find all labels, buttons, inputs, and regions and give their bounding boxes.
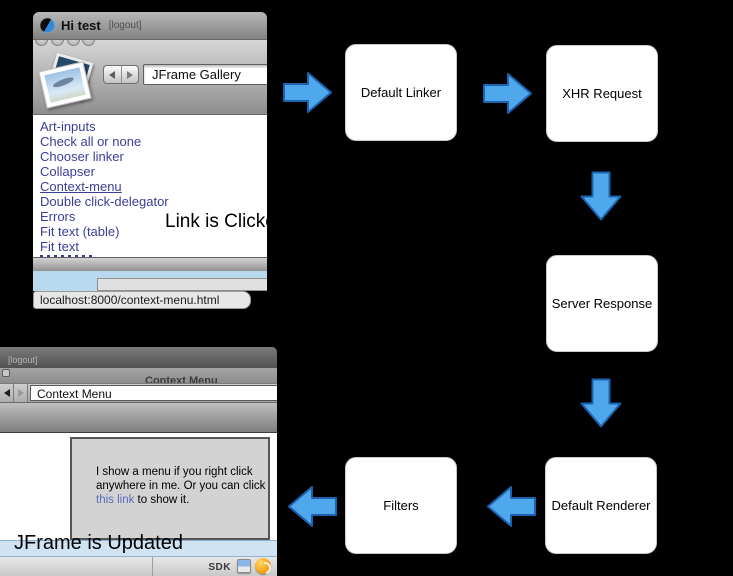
sdk-label: SDK [208, 562, 231, 573]
list-link[interactable]: Double click-delegator [40, 194, 169, 209]
photo-icon[interactable] [237, 559, 251, 573]
arrow-right-icon [283, 71, 333, 114]
list-link[interactable]: Collapser [40, 164, 95, 179]
back-button[interactable] [104, 66, 122, 83]
link-list: Art-inputs Check all or none Chooser lin… [33, 115, 267, 257]
window-button-icon[interactable] [82, 40, 95, 46]
arrow-down-icon [580, 171, 623, 222]
page-content: I show a menu if you right click anywher… [0, 433, 277, 540]
status-band [33, 271, 267, 291]
list-link[interactable]: Errors [40, 209, 76, 224]
arrow-left-icon [287, 485, 337, 528]
node-server-response: Server Response [546, 255, 658, 352]
this-link[interactable]: this link [96, 494, 135, 506]
statusbar-divider [152, 557, 153, 576]
context-menu-panel[interactable]: I show a menu if you right click anywher… [70, 437, 270, 540]
site-logo-icon [40, 18, 55, 33]
back-icon [109, 70, 116, 79]
statusbar: SDK [0, 557, 277, 576]
window-button-icon[interactable] [51, 40, 64, 46]
list-link[interactable]: Fit text [40, 239, 80, 254]
annotation-jframe-updated: JFrame is Updated [14, 532, 183, 554]
back-button[interactable] [0, 384, 14, 402]
logout-link[interactable]: [logout] [8, 355, 38, 365]
toolbar: Context Menu [0, 383, 277, 403]
panel-text-before: I show a menu if you right click anywher… [96, 466, 266, 492]
titlebar: [logout] [0, 347, 277, 368]
list-link[interactable]: Fit text (table) [40, 224, 120, 239]
titlebar: Hi test [logout] [33, 12, 267, 40]
browser-window-bottom: [logout] Context Menu Context Menu I sho… [0, 347, 277, 576]
list-link-active[interactable]: Context-menu [40, 179, 122, 194]
node-xhr-request: XHR Request [546, 45, 658, 142]
nav-buttons [103, 65, 139, 84]
status-tab [97, 278, 267, 291]
toolbar: JFrame Gallery [33, 40, 267, 115]
node-default-renderer: Default Renderer [545, 457, 657, 554]
panel-text: I show a menu if you right click anywher… [96, 465, 266, 507]
list-link[interactable]: Chooser linker [40, 149, 124, 164]
status-url-tooltip: localhost:8000/context-menu.html [33, 291, 251, 309]
forward-button[interactable] [14, 384, 28, 402]
scrollbar[interactable] [33, 257, 267, 271]
header-strip: Context Menu [0, 368, 277, 383]
gallery-photos-icon [37, 52, 99, 113]
panel-text-after: to show it. [134, 494, 190, 506]
browser-window-top: Hi test [logout] JFrame Gallery Art-inpu… [33, 12, 267, 309]
window-button-icon[interactable] [35, 40, 48, 46]
window-title-clipped: Context Menu [145, 375, 218, 383]
node-filters: Filters [345, 457, 457, 554]
window-button-icon[interactable] [67, 40, 80, 46]
forward-icon [17, 389, 24, 397]
arrow-right-icon [483, 72, 533, 115]
page-title-field[interactable]: JFrame Gallery [143, 64, 267, 85]
swirl-icon[interactable] [255, 558, 271, 574]
annotation-link-clicked: Link is Clicked [165, 211, 267, 232]
node-default-linker: Default Linker [345, 44, 457, 141]
list-link[interactable]: Check all or none [40, 134, 142, 149]
logout-link[interactable]: [logout] [108, 20, 142, 31]
arrow-left-icon [486, 485, 536, 528]
status-band [0, 540, 277, 557]
forward-icon [126, 70, 133, 79]
header-gradient [0, 403, 277, 433]
arrow-down-icon [580, 378, 623, 429]
list-link[interactable]: Art-inputs [40, 119, 96, 134]
small-widget-icon [2, 369, 10, 377]
page-title-field[interactable]: Context Menu [30, 385, 277, 401]
forward-button[interactable] [122, 66, 139, 83]
site-title: Hi test [61, 18, 101, 33]
clipped-list-item [40, 255, 92, 257]
back-icon [3, 389, 10, 397]
